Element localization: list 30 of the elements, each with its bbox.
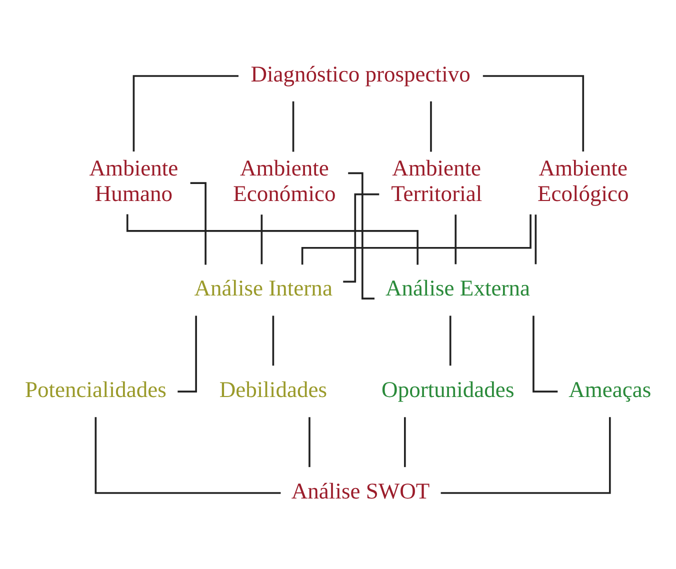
node-text: Ambiente Económico (233, 156, 336, 206)
node-text: Debilidades (219, 376, 328, 402)
connector (260, 214, 263, 264)
node-text: Diagnóstico prospectivo (250, 61, 470, 86)
connector (272, 316, 274, 366)
connector (454, 214, 457, 264)
connector (532, 316, 558, 392)
node-text: Ambiente Humano (89, 156, 178, 206)
connector (482, 75, 584, 152)
node-text: Ameaças (568, 376, 652, 402)
connector (308, 417, 310, 468)
connector (94, 417, 281, 494)
node-text: Análise SWOT (291, 478, 430, 504)
node-text: Oportunidades (382, 376, 514, 402)
connector (343, 193, 380, 283)
node-text: Análise Externa (385, 275, 530, 300)
connector (404, 417, 406, 468)
connector (430, 101, 432, 152)
node-text: Potencialidades (24, 376, 166, 402)
connector (178, 316, 197, 392)
connector (292, 101, 294, 152)
node-text: Ambiente Territorial (391, 156, 482, 206)
connector (449, 316, 452, 366)
connector (126, 214, 419, 265)
node-text: Análise Interna (194, 275, 332, 300)
connector (534, 214, 537, 264)
connector (132, 75, 238, 152)
connector (301, 214, 532, 265)
node-text: Ambiente Ecológico (537, 156, 629, 206)
connector (440, 417, 611, 494)
